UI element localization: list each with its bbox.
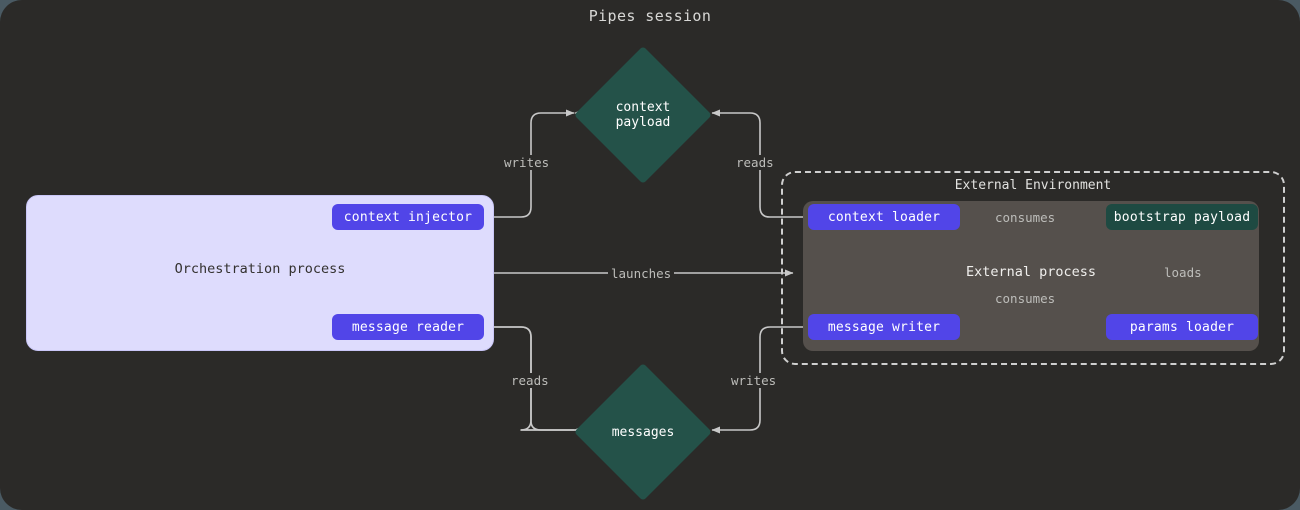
edge-label-writes-context: writes: [501, 155, 553, 170]
node-context-loader[interactable]: context loader: [808, 204, 960, 230]
node-params-loader[interactable]: params loader: [1106, 314, 1258, 340]
edge-label-writes-messages: writes: [728, 373, 780, 388]
node-message-writer[interactable]: message writer: [808, 314, 960, 340]
node-context-injector[interactable]: context injector: [332, 204, 484, 230]
edge-label-launches: launches: [608, 266, 675, 281]
node-bootstrap-payload[interactable]: bootstrap payload: [1106, 204, 1258, 230]
messages-label: messages: [611, 424, 675, 440]
node-context-payload[interactable]: context payload: [574, 46, 712, 184]
edge-label-reads-messages: reads: [508, 373, 552, 388]
node-message-reader[interactable]: message reader: [332, 314, 484, 340]
node-messages[interactable]: messages: [574, 363, 712, 501]
page-title: Pipes session: [588, 7, 712, 25]
edge-label-consumes-context: consumes: [992, 210, 1059, 225]
edge-label-loads-params: loads: [1161, 265, 1205, 280]
cluster-external-environment: External Environment: [781, 171, 1285, 365]
cluster-external-environment-label: External Environment: [954, 178, 1112, 193]
cluster-external-process-label: External process: [965, 264, 1097, 280]
edge-label-consumes-message: consumes: [992, 291, 1059, 306]
cluster-orchestration-label: Orchestration process: [174, 261, 346, 277]
edge-label-reads-context: reads: [733, 155, 777, 170]
context-payload-label: context payload: [615, 100, 671, 130]
